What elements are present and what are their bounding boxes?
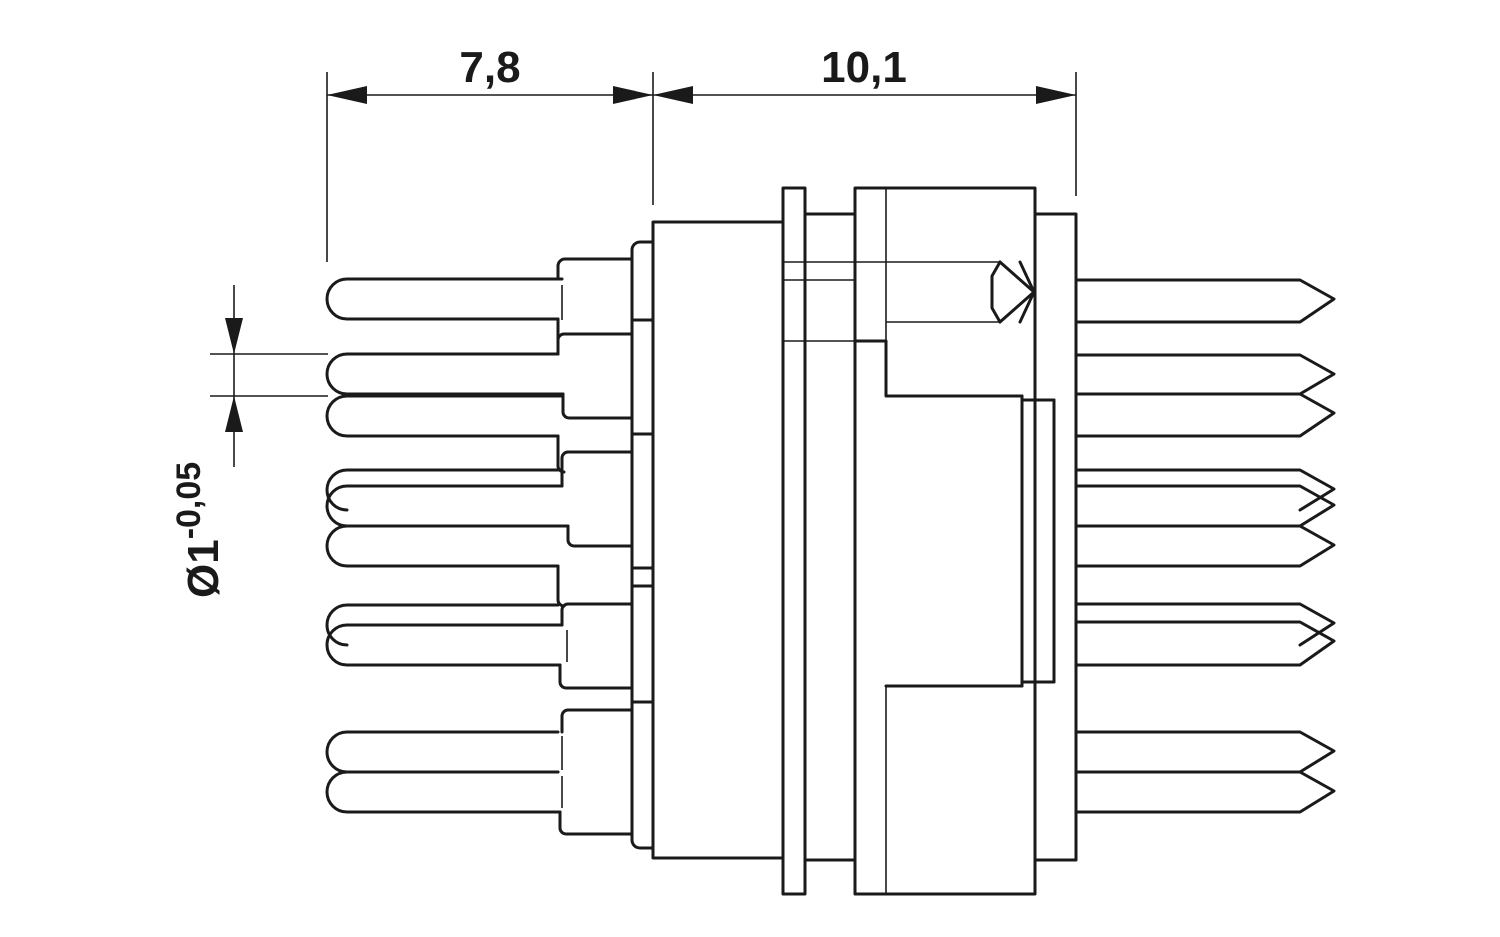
dimension-pin-length: 7,8: [326, 43, 654, 262]
dimension-label-pin-length: 7,8: [459, 43, 520, 92]
right-pins: [1074, 278, 1336, 814]
pin-diameter-tolerance: -0,05: [170, 462, 208, 540]
pin-collars: [556, 257, 634, 836]
dimension-pin-diameter: Ø1-0,05: [170, 285, 328, 598]
dimension-body-length: 10,1: [653, 43, 1077, 196]
housing-body: [651, 186, 1078, 896]
dimension-label-body-length: 10,1: [821, 43, 907, 92]
pin-diameter-base: Ø1: [179, 539, 228, 598]
coding-key: [990, 260, 1036, 324]
left-pins: [325, 277, 570, 814]
dimension-label-pin-diameter: Ø1-0,05: [170, 462, 228, 598]
rear-insert: [630, 240, 655, 850]
